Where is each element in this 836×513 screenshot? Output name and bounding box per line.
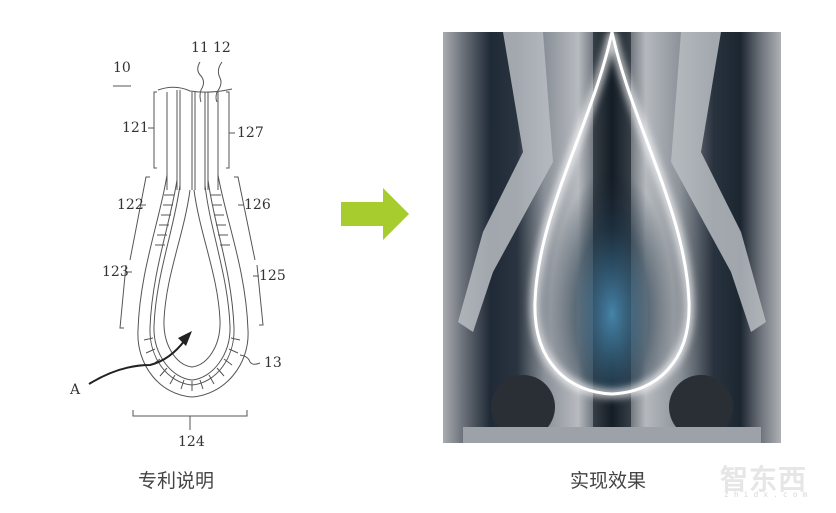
label-12: 12 [213,40,231,56]
label-11: 11 [191,40,209,56]
result-caption: 实现效果 [570,470,647,492]
arrow-right-icon [339,186,411,242]
label-123: 123 [102,264,129,280]
teardrop-light-strip [458,32,766,443]
label-125: 125 [259,268,286,284]
label-A: A [70,382,81,398]
result-photo [443,32,781,443]
label-13: 13 [264,355,282,371]
patent-drawing: 10 11 12 121 127 122 126 123 125 13 A 12… [60,20,320,450]
watermark-url: zhidx.com [724,490,813,499]
label-126: 126 [244,197,271,213]
label-127: 127 [237,125,264,141]
patent-caption: 专利说明 [138,470,215,492]
watermark-logo: 智东西 [720,463,808,496]
label-122: 122 [117,197,144,213]
figure-number-label: 10 [113,60,131,76]
teardrop-diagram-lines [88,61,264,430]
label-124: 124 [178,434,205,450]
label-121: 121 [122,120,149,136]
